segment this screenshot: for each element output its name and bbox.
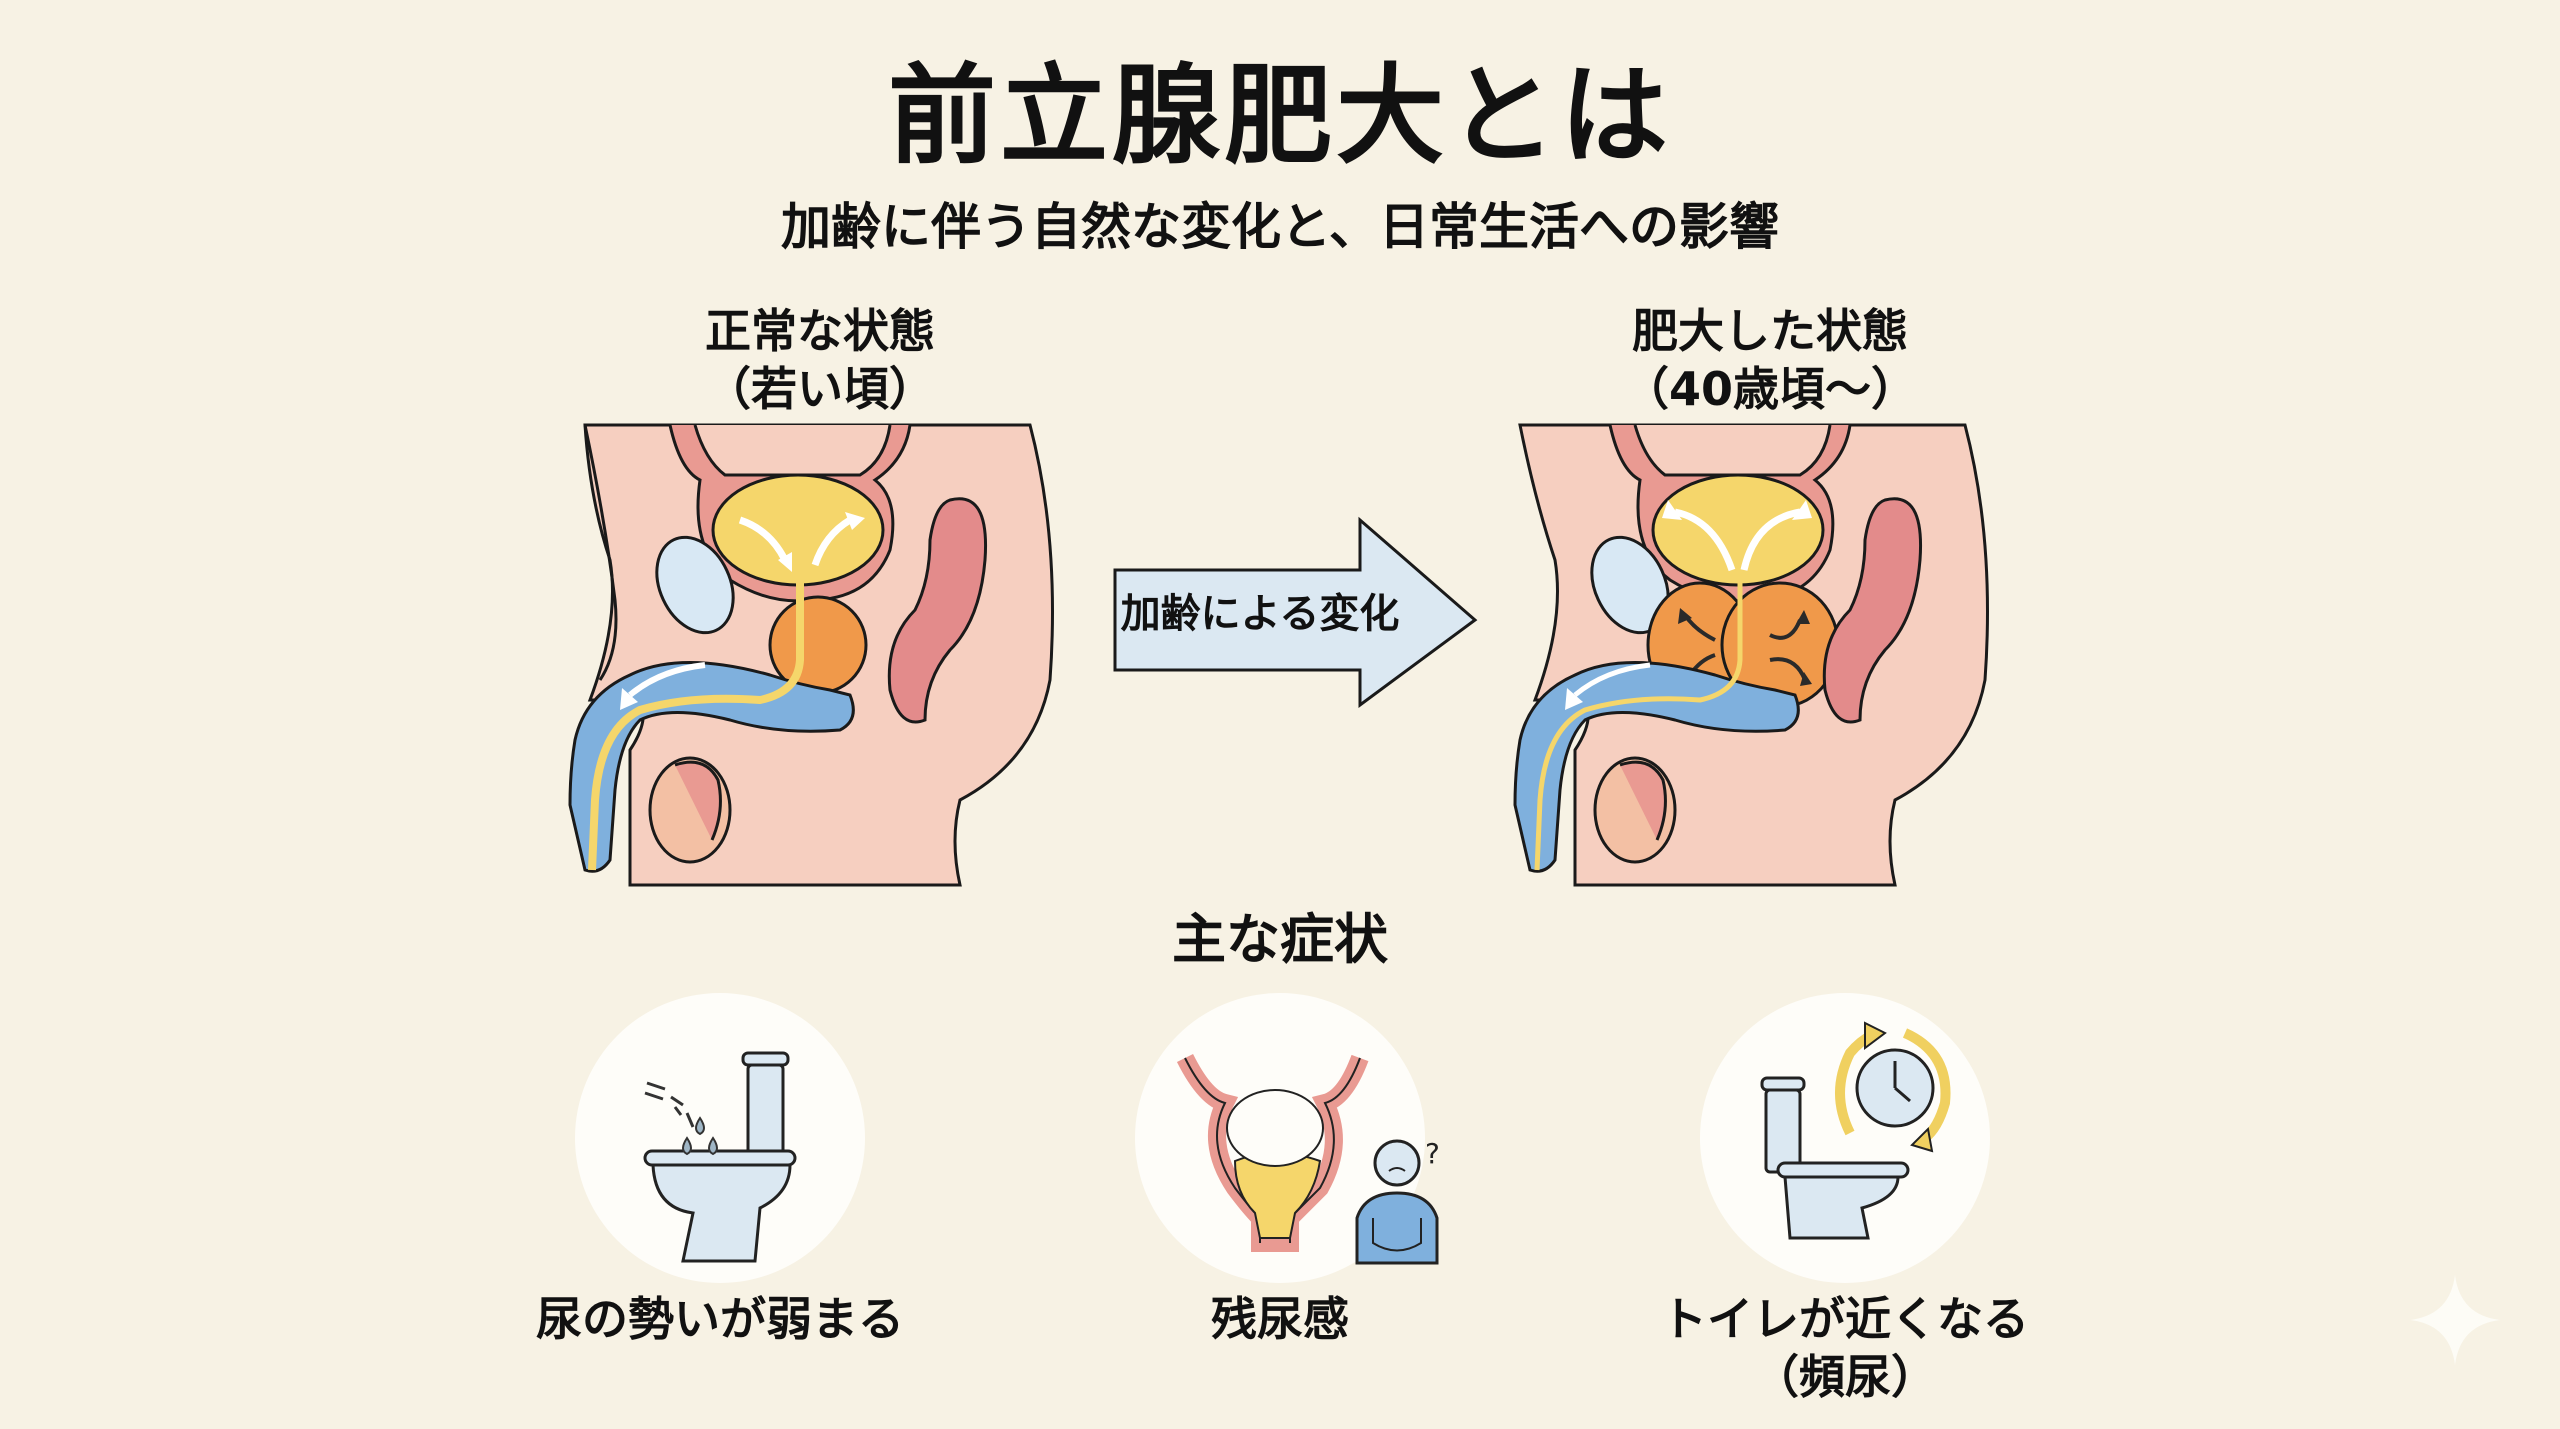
bladder-residual-urine-icon: ? xyxy=(1176,1053,1440,1265)
toilet-weak-stream-icon xyxy=(643,1051,797,1263)
symptom-residual-urine-label: 残尿感 xyxy=(1211,1292,1349,1346)
normal-state-title: 正常な状態 xyxy=(705,304,935,358)
normal-state-label: 正常な状態 （若い頃） xyxy=(620,302,1020,418)
normal-state-subtitle: （若い頃） xyxy=(705,362,935,416)
aging-change-label: 加齢による変化 xyxy=(1120,591,1400,637)
enlarged-state-title: 肥大した状態 xyxy=(1632,304,1908,358)
symptoms-title: 主な症状 xyxy=(1172,908,1388,971)
sparkle-icon xyxy=(2410,1275,2500,1365)
enlarged-state-subtitle: （40歳頃〜） xyxy=(1622,362,1917,416)
symptom-frequent-urination-label: トイレが近くなる （頻尿） xyxy=(1620,1290,2070,1406)
enlarged-state-label: 肥大した状態 （40歳頃〜） xyxy=(1560,302,1980,418)
svg-text:?: ? xyxy=(1425,1137,1440,1170)
enlarged-prostate-diagram xyxy=(1513,423,1989,887)
page-title: 前立腺肥大とは xyxy=(887,54,1672,179)
symptom-residual-urine-circle: ? xyxy=(1135,993,1440,1283)
toilet-clock-icon xyxy=(1760,1021,1951,1240)
symptom-weak-stream-circle xyxy=(575,993,865,1283)
aging-change-arrow: 加齢による変化 xyxy=(1110,510,1480,710)
symptom-frequent-urination-title: トイレが近くなる xyxy=(1661,1292,2029,1346)
page-subtitle: 加齢に伴う自然な変化と、日常生活への影響 xyxy=(781,198,1779,256)
normal-prostate-diagram xyxy=(568,423,1054,887)
symptom-weak-stream-label: 尿の勢いが弱まる xyxy=(536,1292,904,1346)
symptom-frequent-urination-circle xyxy=(1700,993,1990,1283)
symptom-frequent-urination-subtitle: （頻尿） xyxy=(1753,1350,1937,1404)
